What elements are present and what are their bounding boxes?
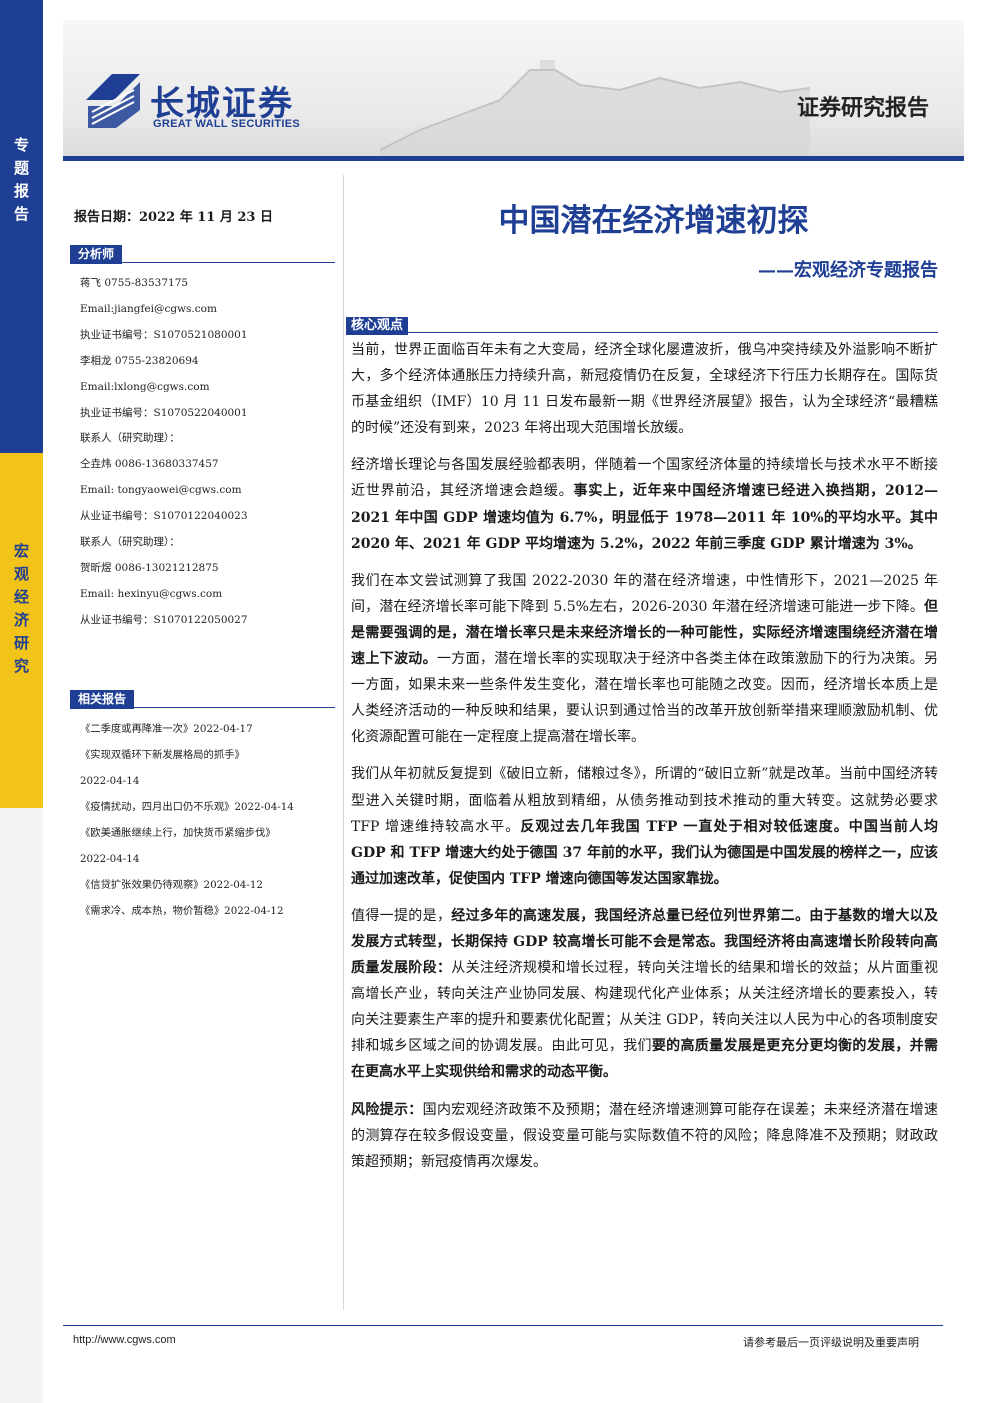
sidebar-top-label: 专题报告 xyxy=(13,136,29,223)
report-type-label: 证券研究报告 xyxy=(796,95,929,121)
list-item: 蒋飞 0755-83537175 xyxy=(80,277,189,289)
paragraph: 我们从年初就反复提到《破旧立新，储粮过冬》，所谓的“破旧立新”就是改革。当前中国… xyxy=(351,766,938,887)
related-reports-list: 《二季度或再降准一次》2022-04-17 《实现双循环下新发展格局的抓手》 2… xyxy=(80,716,342,924)
list-item: 2022-04-14 xyxy=(80,775,140,787)
list-item: 《需求冷、成本热，物价暂稳》2022-04-12 xyxy=(80,905,284,917)
page-title: 中国潜在经济增速初探 xyxy=(498,203,809,239)
analyst-list: 蒋飞 0755-83537175 Email:jiangfei@cgws.com… xyxy=(80,271,340,634)
paragraph: 当前，世界正面临百年未有之大变局，经济全球化屡遭波折，俄乌冲突持续及外溢影响不断… xyxy=(351,342,938,437)
paragraph: 经济增长理论与各国发展经验都表明，伴随着一个国家经济体量的持续增长与技术水平不断… xyxy=(351,457,938,552)
footer-url-link[interactable]: http://www.cgws.com xyxy=(73,1334,176,1346)
footer-disclaimer: 请参考最后一页评级说明及重要声明 xyxy=(743,1336,919,1349)
list-item: Email:lxlong@cgws.com xyxy=(80,380,210,393)
list-item: 从业证书编号：S1070122050027 xyxy=(80,613,248,626)
list-item: 《信贷扩张效果仍待观察》2022-04-12 xyxy=(80,879,263,891)
logo-english-name: GREAT WALL SECURITIES xyxy=(153,118,301,130)
sidebar-mid-label: 宏观经济研究 xyxy=(13,542,29,675)
list-item: 仝垚炜 0086-13680337457 xyxy=(80,458,219,471)
list-item: 《欧美通胀继续上行，加快货币紧缩步伐》 xyxy=(80,827,276,839)
sidebar-blue-block xyxy=(0,0,43,453)
list-item: 从业证书编号：S1070122040023 xyxy=(80,510,248,523)
column-divider xyxy=(343,175,344,1310)
list-item: 联系人（研究助理）： xyxy=(80,432,180,445)
footer-divider xyxy=(63,1325,943,1326)
list-item: 《实现双循环下新发展格局的抓手》 xyxy=(80,749,245,761)
core-views-heading: 核心观点 xyxy=(346,314,938,335)
logo-chinese-name: 长城证券 xyxy=(150,84,294,124)
sidebar-yellow-block xyxy=(0,453,43,808)
list-item: Email: tongyaowei@cgws.com xyxy=(80,484,242,497)
header-divider xyxy=(63,156,964,161)
list-item: 《疫情扰动，四月出口仍不乐观》2022-04-14 xyxy=(80,801,294,813)
great-wall-watermark xyxy=(380,60,810,155)
page-subtitle: ——宏观经济专题报告 xyxy=(758,260,938,281)
main-body: 当前，世界正面临百年未有之大变局，经济全球化屡遭波折，俄乌冲突持续及外溢影响不断… xyxy=(351,337,938,1186)
paragraph: 值得一提的是，经过多年的高速发展，我国经济总量已经位列世界第二。由于基数的增大以… xyxy=(351,907,939,1081)
logo-icon xyxy=(86,74,140,128)
list-item: 《二季度或再降准一次》2022-04-17 xyxy=(80,723,253,735)
list-item: 执业证书编号：S1070522040001 xyxy=(80,406,248,419)
list-item: 李相龙 0755-23820694 xyxy=(80,354,199,367)
list-item: Email:jiangfei@cgws.com xyxy=(80,302,217,315)
related-reports-heading: 相关报告 xyxy=(70,688,335,709)
analyst-section-heading: 分析师 xyxy=(70,243,335,264)
report-date: 报告日期：2022 年 11 月 23 日 xyxy=(74,210,273,225)
list-item: 执业证书编号：S1070521080001 xyxy=(80,328,248,341)
list-item: 联系人（研究助理）： xyxy=(80,536,180,549)
list-item: 2022-04-14 xyxy=(80,853,140,865)
list-item: 贺昕煜 0086-13021212875 xyxy=(80,561,219,574)
paragraph: 我们在本文尝试测算了我国 2022-2030 年的潜在经济增速，中性情形下，20… xyxy=(351,572,939,746)
risk-warning: 风险提示：国内宏观经济政策不及预期；潜在经济增速测算可能存在误差；未来经济潜在增… xyxy=(351,1101,938,1170)
list-item: Email: hexinyu@cgws.com xyxy=(80,587,223,600)
